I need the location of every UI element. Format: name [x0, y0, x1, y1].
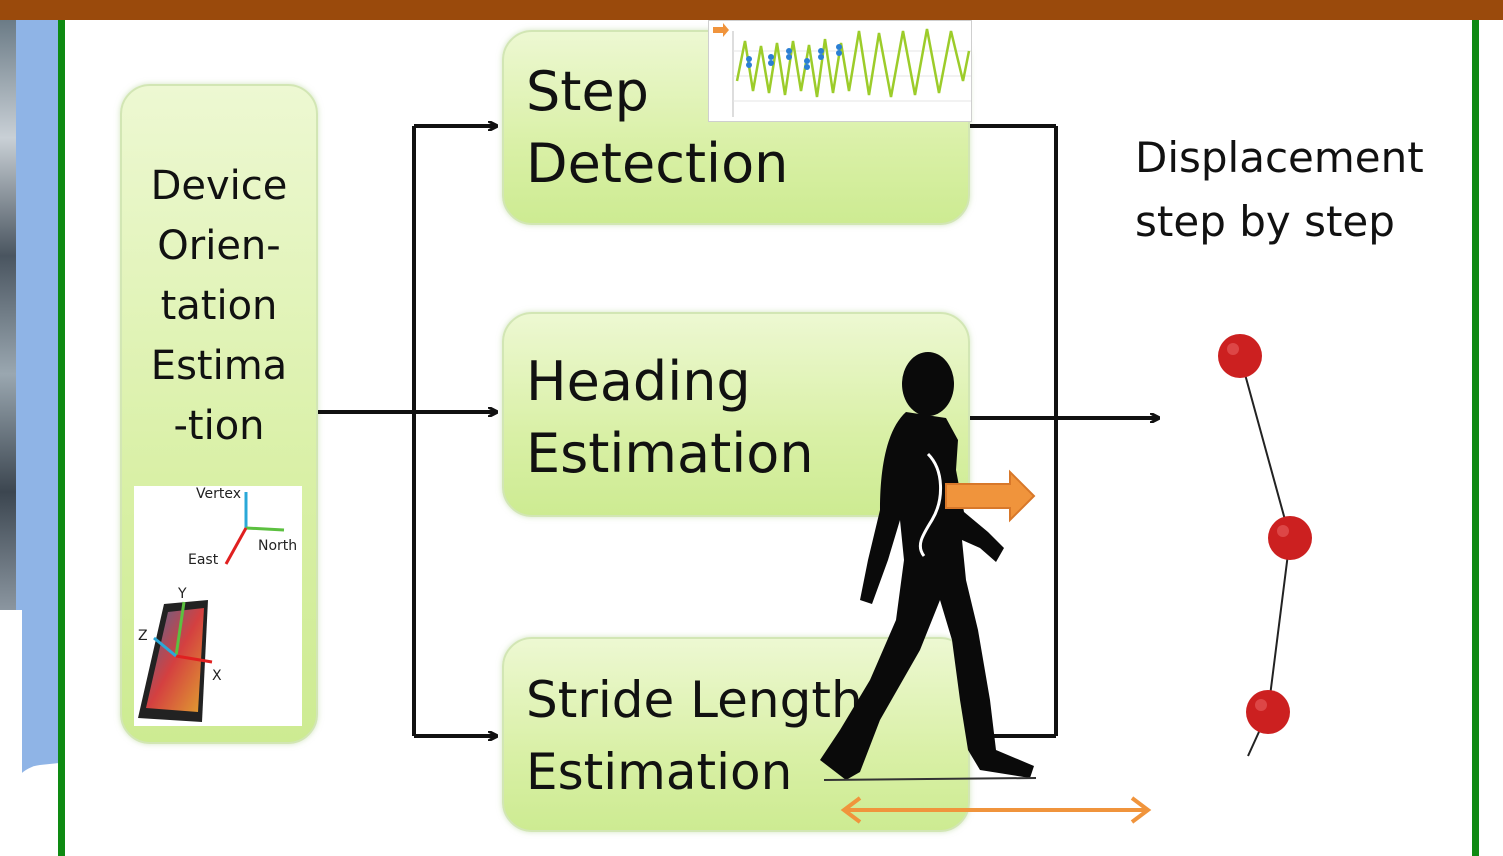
step-signal-plot [713, 23, 971, 117]
heading-estimation-label: Heading Estimation [526, 346, 814, 490]
stride-length-line: Stride Length [526, 671, 863, 729]
small-orange-arrow-icon [713, 23, 729, 37]
east-label: East [188, 552, 219, 568]
y-axis-label: Y [178, 586, 187, 602]
orientation-axes-panel: Vertex North East Y Z X [134, 486, 302, 726]
output-connectors [970, 124, 1158, 738]
orange-right-arrow-icon [945, 469, 1036, 523]
north-label: North [258, 538, 298, 554]
stride-length-estimation-label: Stride Length Estimation [526, 664, 863, 808]
step-marker [1268, 516, 1312, 560]
device-orientation-line: -tion [173, 403, 265, 449]
x-axis-label: X [212, 668, 222, 684]
step-marker [1246, 690, 1290, 734]
orange-double-arrow-icon [840, 796, 1152, 824]
step-detection-line: Step [526, 60, 649, 123]
device-orientation-line: tation [160, 283, 278, 329]
device-orientation-line: Estima [150, 343, 288, 389]
displacement-label: Displacement step by step [1135, 126, 1424, 254]
top-bar [0, 0, 1503, 20]
stride-length-line: Estimation [526, 743, 793, 801]
background-photo-fragment [0, 20, 16, 610]
device-orientation-line: Orien- [157, 223, 281, 269]
north-axis [245, 526, 285, 532]
step-detection-label: Step Detection [526, 56, 788, 200]
axes-diagram [138, 492, 285, 722]
frame-left-border [58, 20, 65, 856]
heading-estimation-line: Heading [526, 350, 751, 413]
right-margin [1479, 20, 1503, 856]
step-signal-thumbnail [708, 20, 972, 122]
trajectory-line [1239, 355, 1292, 757]
device-orientation-line: Device [150, 163, 288, 209]
z-axis-label: Z [138, 628, 148, 644]
input-connectors [318, 126, 496, 736]
displacement-line: Displacement [1135, 133, 1424, 182]
ground-line [823, 777, 1037, 781]
smartphone-icon [138, 600, 213, 722]
figure-highlight [918, 452, 943, 557]
frame-right-border [1472, 20, 1479, 856]
vertex-label: Vertex [196, 486, 242, 502]
step-detection-line: Detection [526, 132, 789, 195]
walking-person-icon [820, 352, 1034, 780]
east-axis [224, 527, 248, 565]
left-background-strip [0, 20, 58, 856]
step-marker [1218, 334, 1262, 378]
step-markers [746, 44, 842, 70]
device-orientation-label: Device Orien- tation Estima -tion [120, 156, 318, 456]
heading-estimation-line: Estimation [526, 422, 814, 485]
displacement-line: step by step [1135, 197, 1395, 246]
step-trajectory [1218, 334, 1312, 757]
